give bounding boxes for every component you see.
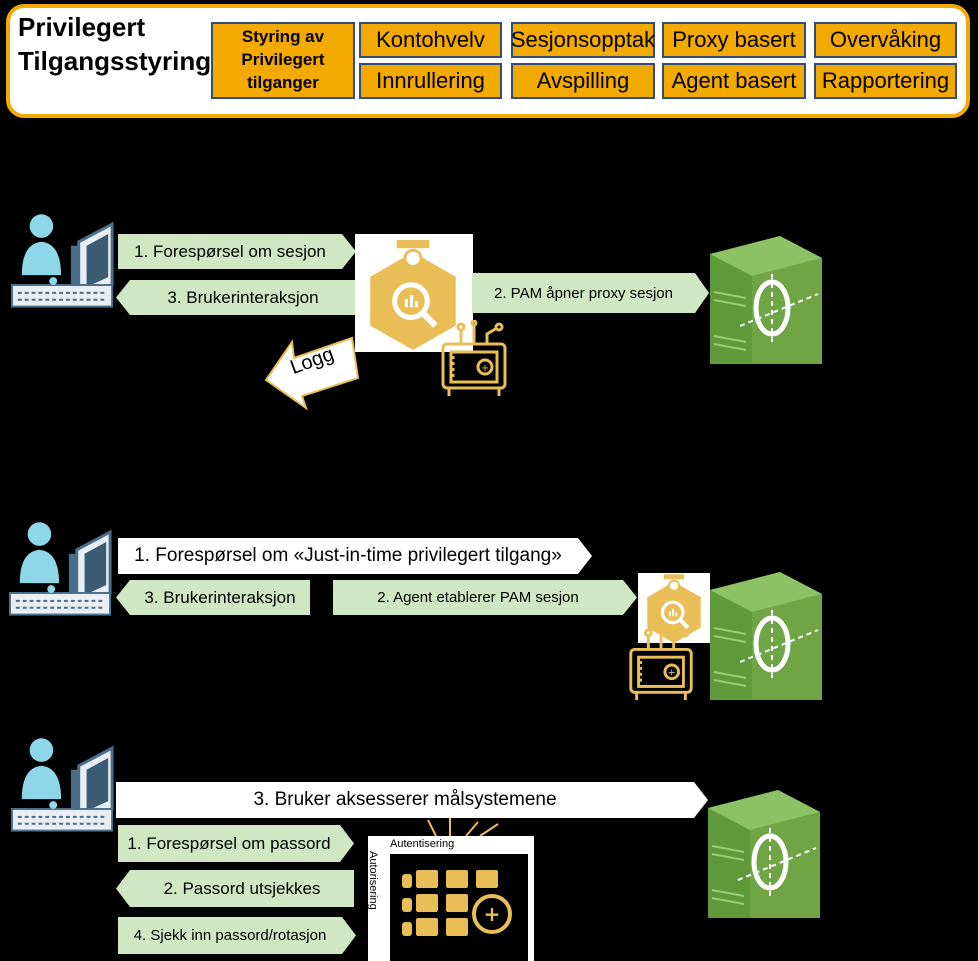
title-line-2: Tilgangsstyring (18, 46, 212, 76)
vault-label-authentication: Autentisering (390, 838, 455, 850)
server-icon (710, 572, 822, 700)
title-line-1: Privilegert (18, 12, 146, 42)
arrow-user-accesses-targets: 3. Bruker aksesserer målsystemene (116, 782, 708, 818)
user-at-computer-icon (10, 730, 118, 834)
tab-overvaking[interactable]: Overvåking (814, 22, 957, 58)
arrow-user-interaction: 3. Brukerinteraksjon (116, 280, 356, 315)
arrow-request-jit-access: 1. Forespørsel om «Just-in-time privileg… (118, 538, 592, 574)
arrow-request-session: 1. Forespørsel om sesjon (118, 234, 356, 269)
active-tab-line: tilganger (247, 72, 319, 92)
active-tab-line: Privilegert (241, 50, 325, 70)
arrow-checkin-rotation: 4. Sjekk inn passord/rotasjon (118, 917, 356, 954)
svg-text:+: + (484, 902, 501, 926)
arrow-agent-establishes-session: 2. Agent etablerer PAM sesjon (333, 580, 637, 615)
vault-icon: + Autentisering Autorisering (366, 818, 536, 961)
log-arrow: Logg (262, 334, 362, 410)
arrow-pam-opens-proxy: 2. PAM åpner proxy sesjon (472, 273, 709, 313)
user-at-computer-icon (10, 206, 118, 310)
tab-rapportering[interactable]: Rapportering (814, 63, 957, 99)
page-title: Privilegert Tilgangsstyring (18, 10, 211, 78)
arrow-request-password: 1. Forespørsel om passord (118, 825, 354, 862)
tab-proxy-basert[interactable]: Proxy basert (662, 22, 806, 58)
server-icon (708, 790, 820, 918)
tab-kontohvelv[interactable]: Kontohvelv (359, 22, 502, 58)
tab-avspilling[interactable]: Avspilling (511, 63, 655, 99)
tab-innrullering[interactable]: Innrullering (359, 63, 502, 99)
active-tab-line: Styring av (241, 27, 325, 47)
arrow-user-interaction: 3. Brukerinteraksjon (116, 580, 310, 615)
vault-label-authorization: Autorisering (367, 851, 379, 910)
tab-agent-basert[interactable]: Agent basert (662, 63, 806, 99)
tab-sesjonsopptak[interactable]: Sesjonsopptak (511, 22, 655, 58)
safe-icon (438, 320, 510, 400)
safe-icon (626, 626, 696, 704)
arrow-password-checkout: 2. Passord utsjekkes (116, 870, 354, 907)
server-icon (710, 236, 822, 364)
pam-box (355, 234, 473, 352)
user-at-computer-icon (8, 514, 116, 618)
tab-styring-av-privilegert-tilganger[interactable]: Styring av Privilegert tilganger (211, 22, 355, 99)
